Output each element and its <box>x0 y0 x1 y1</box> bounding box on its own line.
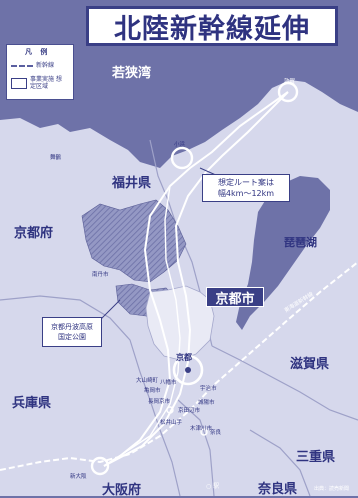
station-matsui-yamate <box>166 406 174 414</box>
label-kyotanabe: 京田辺市 <box>178 408 201 414</box>
station-nara <box>200 428 208 436</box>
label-kameoka: 亀岡市 <box>144 388 161 394</box>
station-tsuruga <box>277 81 299 103</box>
label-fukui: 福井県 <box>112 176 152 191</box>
station-legend: ○ 駅 <box>206 481 219 490</box>
station-legend-text: ○ 駅 <box>206 483 220 490</box>
label-mie: 三重県 <box>296 450 336 465</box>
label-shiga: 滋賀県 <box>290 357 330 372</box>
route-corridor-center <box>103 185 181 467</box>
hatched-box-icon <box>11 77 27 89</box>
park-callout: 京都丹波高原 国定公園 <box>42 317 102 347</box>
route-callout-line2: 幅4km～12km <box>217 189 275 198</box>
label-kyoto-pref: 京都府 <box>14 226 54 241</box>
station-kyoto-inner <box>185 367 191 373</box>
label-uji: 宇治市 <box>200 386 217 392</box>
legend-label-shinkansen: 新幹線 <box>36 62 55 69</box>
label-lake-biwa: 琵琶湖 <box>284 236 317 249</box>
park-callout-line1: 京都丹波高原 <box>51 323 93 331</box>
label-joyo: 城陽市 <box>198 400 215 406</box>
label-hyogo: 兵庫県 <box>12 396 52 411</box>
legend: 凡 例 新幹線 事業実施 想定区域 <box>6 44 74 100</box>
route-callout: 想定ルート案は 幅4km～12km <box>202 174 290 202</box>
label-nagaokakyo: 長岡京市 <box>148 399 171 405</box>
legend-label-project-area: 事業実施 想定区域 <box>30 76 62 90</box>
station-obama <box>170 146 194 170</box>
station-shin-osaka <box>90 456 110 476</box>
map-title: 北陸新幹線延伸 <box>86 6 338 46</box>
route-callout-line1: 想定ルート案は <box>218 178 274 187</box>
label-matsui-yamate: 松井山手 <box>160 420 183 426</box>
label-nantan: 南丹市 <box>92 272 109 278</box>
station-kyoto <box>172 354 204 386</box>
label-osaka: 大阪府 <box>102 483 142 498</box>
legend-item-shinkansen: 新幹線 <box>11 62 54 69</box>
kyoto-city-area <box>145 285 215 361</box>
label-obama: 小浜 <box>174 142 186 148</box>
label-nara: 奈良県 <box>258 482 298 497</box>
label-kyoto-station: 京都 <box>176 353 192 362</box>
label-kizugawa: 木津川市 <box>190 426 213 432</box>
label-wakasa-bay: 若狭湾 <box>112 66 152 81</box>
label-shin-osaka: 新大阪 <box>70 474 87 480</box>
label-kyoto-city: 京都市 <box>206 287 264 307</box>
label-oyamazaki: 大山崎町 <box>136 378 159 384</box>
park-callout-line2: 国定公園 <box>58 333 86 341</box>
route-corridor-outer <box>103 91 289 467</box>
label-tsuruga: 敦賀 <box>284 79 296 85</box>
tokaido-shinkansen-line <box>0 261 358 471</box>
park-callout-leader <box>99 299 121 321</box>
source-credit: 出典：読売新聞 <box>314 486 350 492</box>
label-nara-place: 奈良 <box>210 430 222 436</box>
route-corridor-inner <box>103 91 289 467</box>
label-yawata: 八幡市 <box>160 380 177 386</box>
dashed-line-icon <box>11 64 33 67</box>
legend-title: 凡 例 <box>25 48 51 56</box>
label-maizuru: 舞鶴 <box>50 155 62 161</box>
legend-item-project-area: 事業実施 想定区域 <box>11 76 62 90</box>
